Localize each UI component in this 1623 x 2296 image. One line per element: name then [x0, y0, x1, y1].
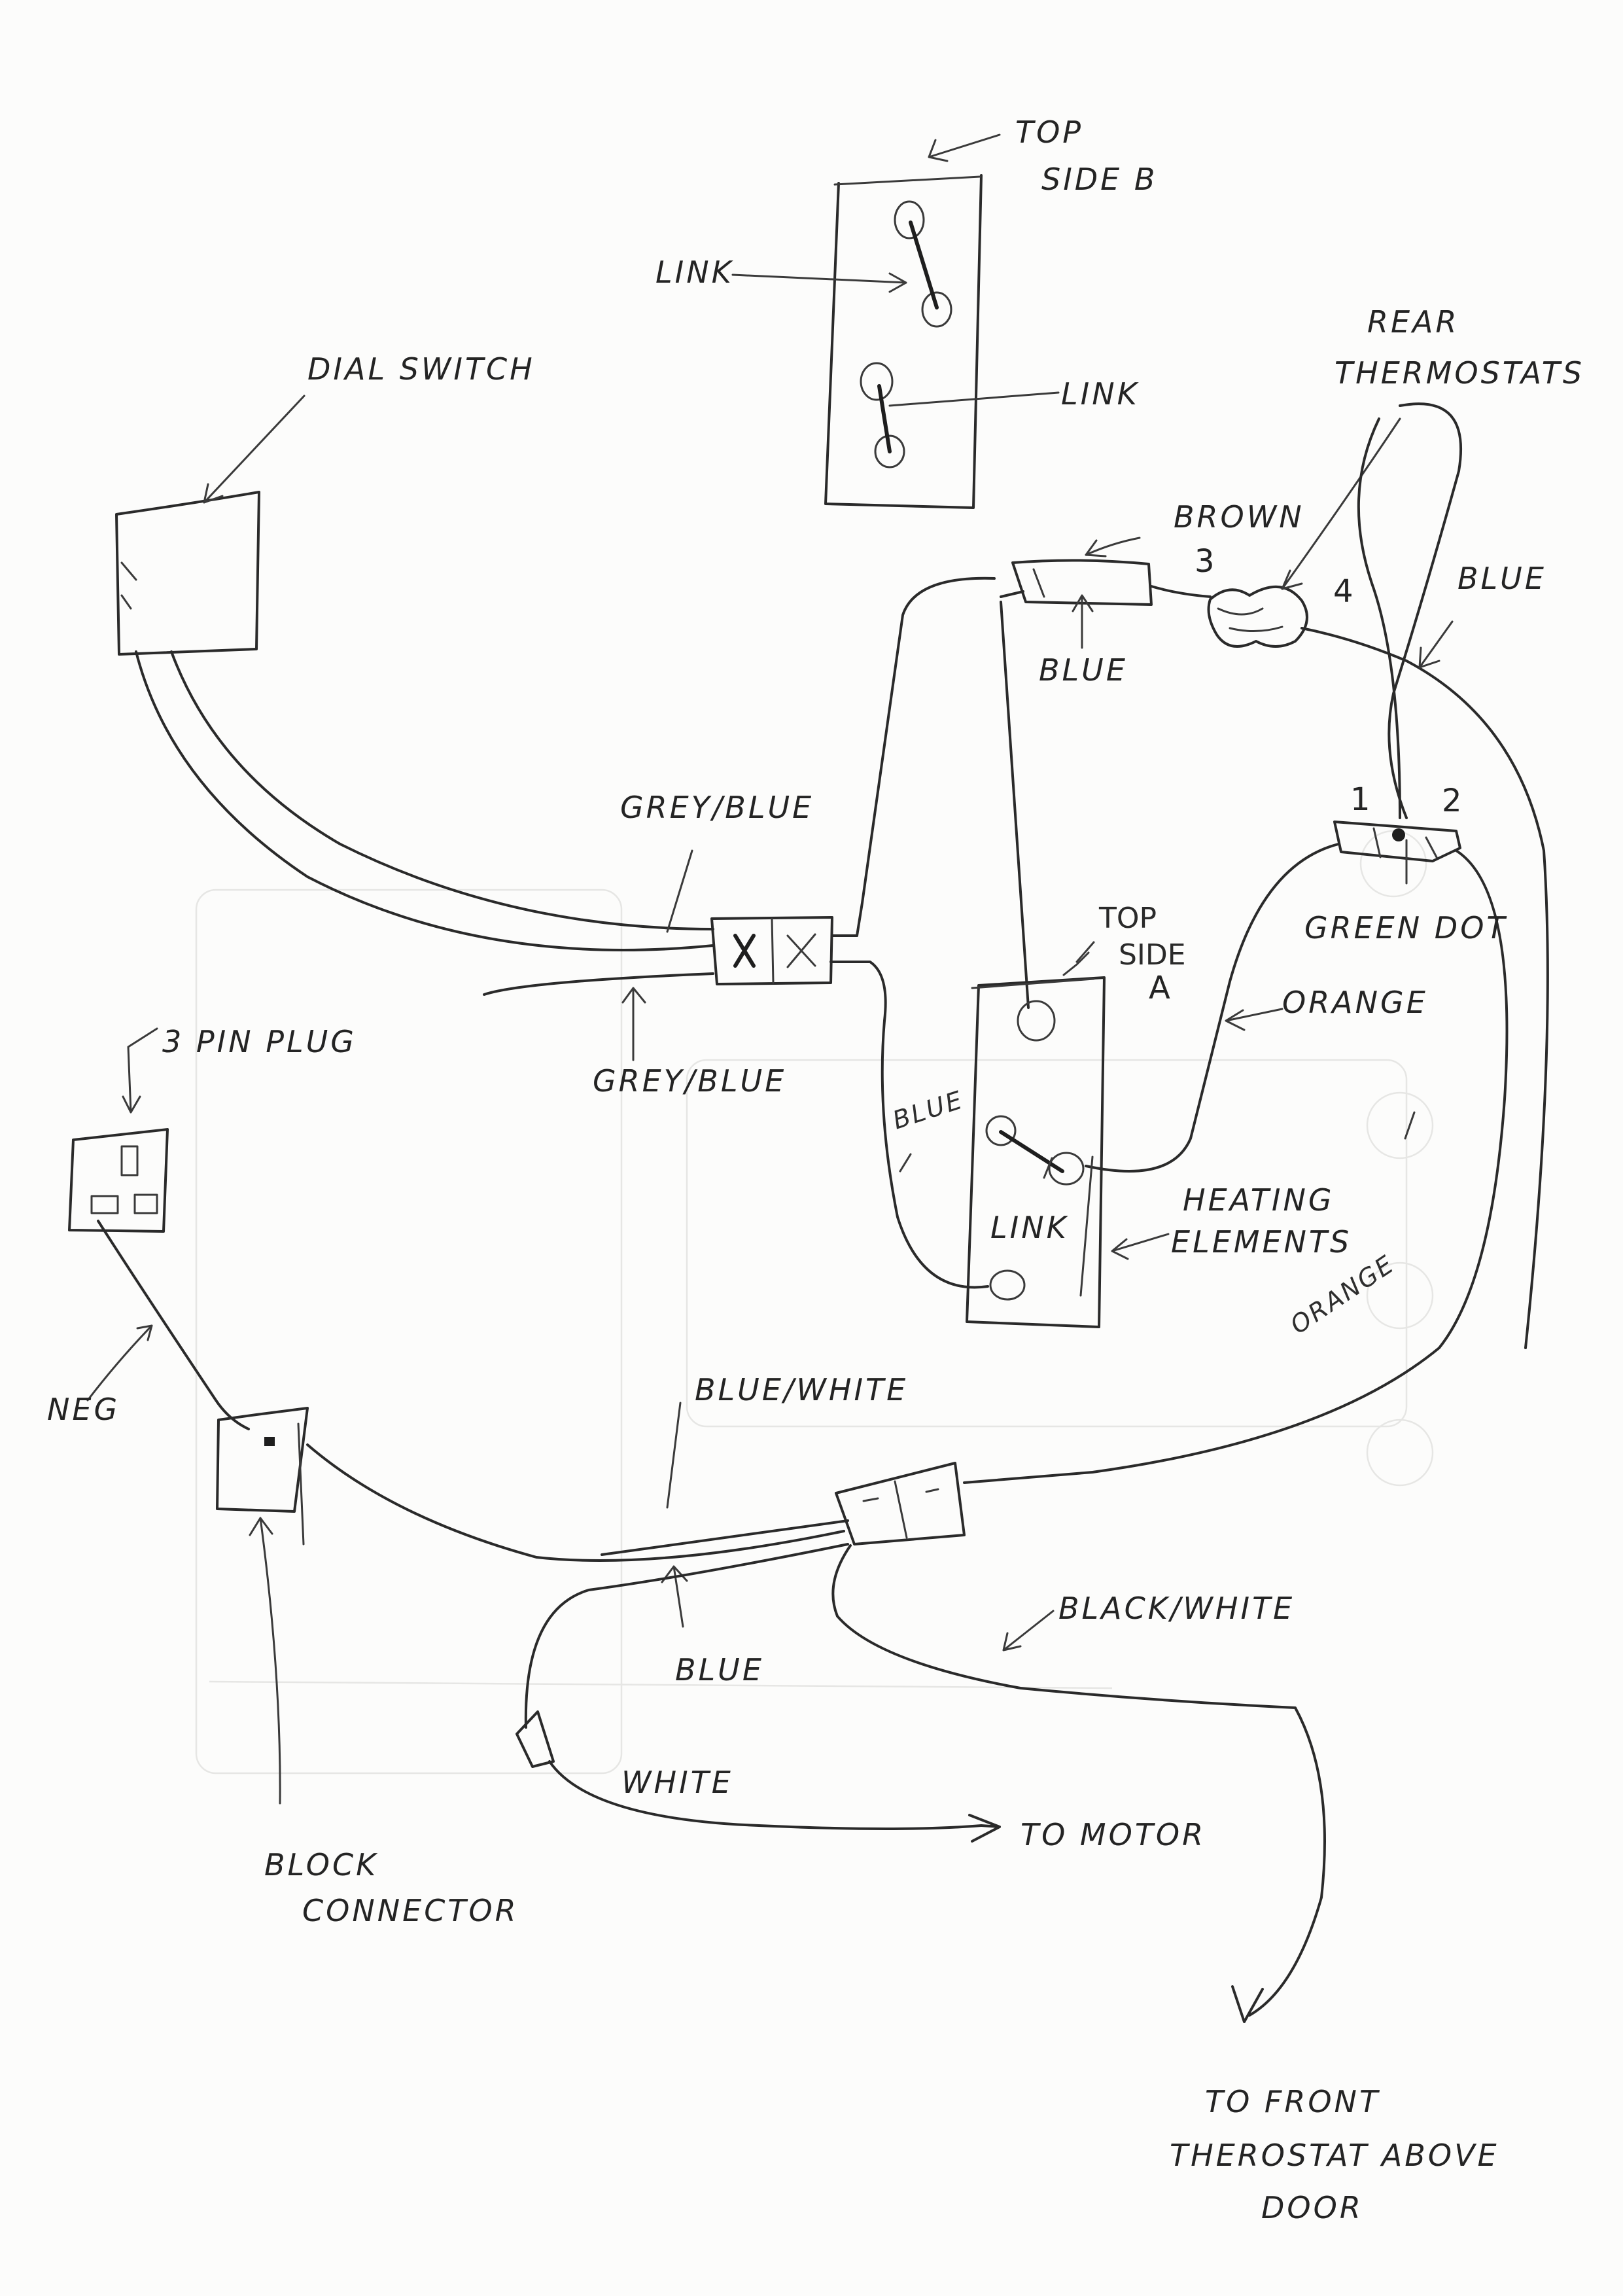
heating-elements-label-line2: ELEMENTS [1171, 1224, 1352, 1260]
blue-label-top: BLUE [1039, 652, 1128, 688]
top-side-b-label-line2: SIDE B [1041, 162, 1157, 197]
top-side-b-label-line1: TOP [1015, 115, 1083, 150]
main-connector [515, 1111, 1416, 2023]
top-side-b-panel [731, 133, 1060, 509]
brown-label: BROWN [1174, 499, 1304, 535]
block-connector-label-line2: CONNECTOR [302, 1893, 519, 1928]
blue-white-label: BLUE/WHITE [695, 1372, 908, 1407]
rear-thermostat-3-4 [1207, 417, 1549, 1349]
top-side-a-label-line3: A [1149, 970, 1170, 1006]
dial-switch [115, 395, 714, 951]
heating-elements-label-line1: HEATING [1183, 1182, 1335, 1218]
neg-label: NEG [47, 1392, 120, 1427]
labels: TOP SIDE B LINK LINK DIAL SWITCH REAR TH… [47, 115, 1584, 2225]
green-dot-marker [1392, 828, 1405, 841]
block-connector-label-line1: BLOCK [264, 1847, 378, 1882]
blue-label-vertical: BLUE [889, 1085, 967, 1135]
top-side-a-label-line2: SIDE [1119, 938, 1186, 972]
three-pin-plug-label: 3 PIN PLUG [162, 1024, 357, 1059]
grey-blue-label-lower: GREY/BLUE [593, 1063, 786, 1099]
top-side-a-label-line1: TOP [1098, 902, 1157, 935]
to-front-label-line2: THEROSTAT ABOVE [1170, 2138, 1499, 2173]
blue-label-right: BLUE [1457, 561, 1546, 596]
rear-thermostats-label-line2: THERMOSTATS [1335, 355, 1584, 391]
to-front-label-line1: TO FRONT [1205, 2084, 1380, 2119]
black-white-label: BLACK/WHITE [1058, 1591, 1295, 1626]
orange-label-lower: ORANGE [1285, 1249, 1400, 1339]
terminal-4-label: 4 [1333, 573, 1353, 610]
dial-switch-label: DIAL SWITCH [307, 351, 535, 387]
block-connector-terminal [264, 1437, 275, 1446]
x-connector-block [483, 576, 996, 1061]
blue-label-lower: BLUE [675, 1652, 764, 1687]
rear-thermostat-1-2 [963, 402, 1509, 1484]
brown-blue-connector [1000, 537, 1212, 1009]
grey-blue-label-upper: GREY/BLUE [620, 790, 814, 825]
to-motor-label: TO MOTOR [1021, 1817, 1206, 1852]
link-label-upper-right: LINK [1061, 376, 1140, 412]
terminal-2-label: 2 [1442, 783, 1462, 819]
white-label: WHITE [621, 1765, 733, 1800]
top-side-a-panel [881, 941, 1170, 1328]
link-label-upper-left: LINK [655, 255, 734, 290]
link-label-lower: LINK [990, 1210, 1069, 1245]
orange-label-upper: ORANGE [1282, 985, 1428, 1020]
terminal-1-label: 1 [1350, 781, 1370, 818]
to-front-label-line3: DOOR [1261, 2190, 1363, 2225]
green-dot-label: GREEN DOT [1304, 910, 1508, 945]
rear-thermostats-label-line1: REAR [1367, 304, 1459, 340]
terminal-3-label: 3 [1195, 543, 1215, 580]
block-connector [216, 1407, 849, 1805]
three-pin-plug [68, 1027, 250, 1430]
paper-show-through [195, 830, 1434, 1775]
